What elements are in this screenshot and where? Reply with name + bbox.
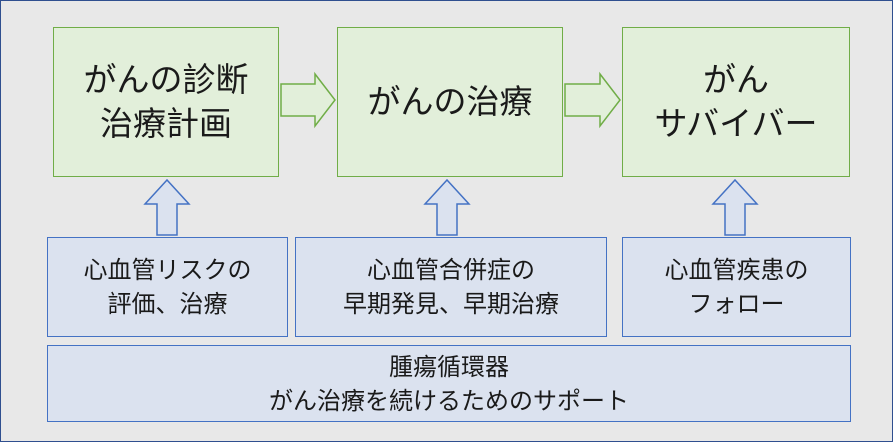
stage-treatment-label: がんの治療	[367, 82, 533, 121]
support-cv-followup-box: 心血管疾患の フォロー	[622, 237, 851, 337]
support-cv-risk-label: 心血管リスクの 評価、治療	[83, 256, 252, 318]
support-cv-risk-box: 心血管リスクの 評価、治療	[47, 237, 288, 337]
stage-treatment-box: がんの治療	[337, 27, 563, 177]
support-onco-cardiology-label: 腫瘍循環器 がん治療を続けるためのサポート	[269, 352, 629, 415]
support-cv-complication-box: 心血管合併症の 早期発見、早期治療	[295, 237, 607, 337]
stage-diagnosis-box: がんの診断 治療計画	[53, 27, 279, 177]
stage-survivor-label: がん サバイバー	[654, 60, 818, 143]
support-cv-complication-label: 心血管合併症の 早期発見、早期治療	[343, 256, 559, 318]
support-onco-cardiology-box: 腫瘍循環器 がん治療を続けるためのサポート	[47, 345, 851, 422]
stage-survivor-box: がん サバイバー	[622, 27, 850, 177]
stage-diagnosis-label: がんの診断 治療計画	[83, 60, 249, 143]
support-cv-followup-label: 心血管疾患の フォロー	[664, 256, 809, 318]
